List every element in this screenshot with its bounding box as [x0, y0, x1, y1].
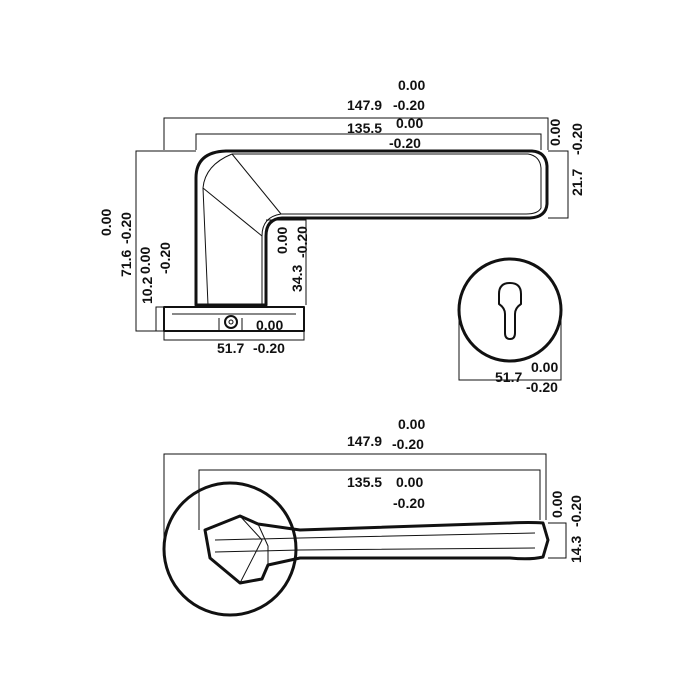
side-neck-nominal: 34.3: [289, 265, 305, 292]
side-lever-neck-edge: [202, 153, 233, 306]
dim-line-side-neck: [266, 219, 307, 305]
top-width-lower: -0.20: [568, 495, 584, 527]
dim-line-top-lever: [198, 469, 541, 530]
top-overall-nominal: 147.9: [347, 433, 382, 449]
top-lever-inner-line: [214, 532, 536, 541]
escutcheon-dia-nominal: 51.7: [495, 369, 522, 385]
top-width-nominal: 14.3: [568, 536, 584, 563]
top-lever-facet-2: [257, 523, 269, 565]
dim-line-top-overall: [163, 453, 547, 549]
side-neck-upper: 0.00: [274, 227, 290, 254]
side-lever-upper: 0.00: [396, 115, 423, 131]
side-rose-upper: 0.00: [137, 247, 153, 274]
keyhole-icon: [498, 282, 522, 340]
top-lever-inner-line-2: [214, 547, 536, 553]
side-screw-center: [228, 319, 234, 325]
side-lever-lower: -0.20: [389, 135, 421, 151]
side-lever-nominal: 135.5: [347, 120, 382, 136]
side-rose-nominal: 10.2: [139, 277, 155, 304]
side-overall-lower: -0.20: [393, 97, 425, 113]
top-lever-outline: [203, 514, 550, 585]
top-view: 0.00 147.9 -0.20 135.5 0.00 -0.20 0.00 1…: [162, 416, 584, 617]
dim-line-top-width: [548, 522, 567, 559]
escutcheon-dia-upper: 0.00: [531, 359, 558, 375]
side-thickness-lower: -0.20: [569, 123, 585, 155]
top-width-upper: 0.00: [549, 491, 565, 518]
top-rose-circle: [162, 481, 298, 617]
top-overall-upper: 0.00: [398, 416, 425, 432]
top-lever-lower: -0.20: [393, 495, 425, 511]
side-thickness-upper: 0.00: [547, 119, 563, 146]
side-lever-bevel: [202, 187, 263, 237]
side-rose-base: [163, 306, 305, 332]
side-screw-icon: [224, 315, 238, 329]
side-overall-nominal: 147.9: [347, 97, 382, 113]
side-rose-lower: -0.20: [157, 242, 173, 274]
side-view: 0.00 147.9 -0.20 135.5 0.00 -0.20 0.00 2…: [98, 77, 585, 356]
dim-line-side-rose-dia: [163, 331, 305, 341]
dim-line-side-thickness: [548, 150, 569, 219]
dim-line-side-overall: [163, 117, 549, 150]
side-lever-bevel-2: [231, 153, 282, 215]
top-lever-upper: 0.00: [396, 474, 423, 490]
escutcheon-view: 0.00 51.7 -0.20: [457, 257, 563, 395]
dim-line-side-height: [135, 150, 196, 332]
dim-line-escutcheon: [458, 310, 562, 381]
side-height-upper: 0.00: [98, 209, 114, 236]
side-height-nominal: 71.6: [118, 250, 134, 277]
side-neck-lower: -0.20: [294, 226, 310, 258]
dim-line-side-rose: [155, 306, 164, 331]
top-lever-nominal: 135.5: [347, 474, 382, 490]
escutcheon-outer-circle: [457, 257, 563, 363]
side-rose-dia-nominal: 51.7: [217, 340, 244, 356]
side-height-lower: -0.20: [118, 212, 134, 244]
dim-line-side-lever: [195, 133, 542, 150]
escutcheon-dia-lower: -0.20: [526, 379, 558, 395]
top-lever-facet: [239, 515, 263, 584]
side-rose-dia-lower: -0.20: [253, 340, 285, 356]
side-lever-outline: [194, 149, 549, 307]
top-overall-lower: -0.20: [392, 436, 424, 452]
side-thickness-nominal: 21.7: [569, 169, 585, 196]
side-lever-inner-edge: [232, 153, 542, 305]
side-rose-dia-upper: 0.00: [256, 317, 283, 333]
side-overall-upper: 0.00: [398, 77, 425, 93]
